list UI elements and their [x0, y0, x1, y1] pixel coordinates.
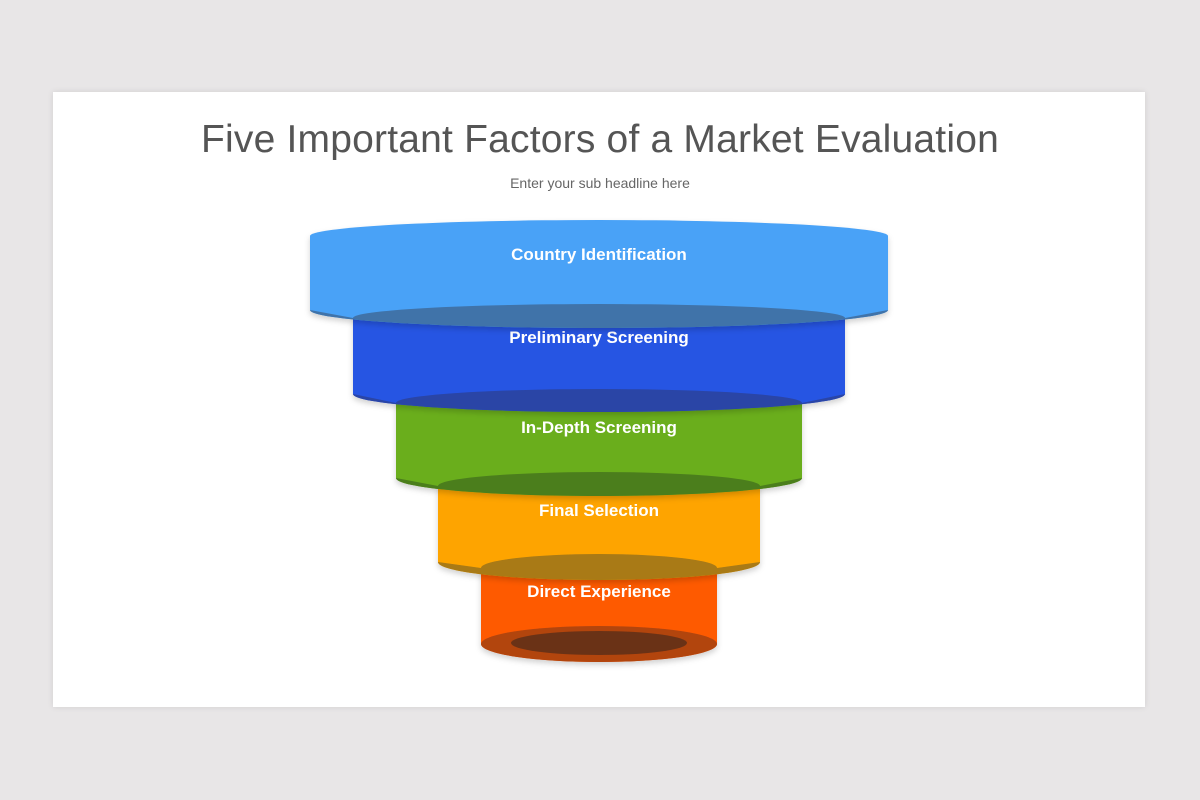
- funnel-stage-country-identification: Country Identification: [310, 220, 888, 328]
- stage-1-bottom-rim: [310, 304, 888, 328]
- stage-4-label: Final Selection: [539, 501, 659, 520]
- stage-3-label: In-Depth Screening: [521, 418, 677, 437]
- funnel-stage-preliminary-screening: Preliminary Screening: [353, 301, 845, 412]
- funnel-stage-final-selection: Final Selection: [438, 469, 760, 580]
- stage-2-band: [353, 301, 845, 412]
- stage-3-bottom-rim: [396, 472, 802, 496]
- stage-4-bottom-rim: [438, 554, 760, 580]
- stage-5-hole: [511, 631, 687, 655]
- stage-2-bottom-rim: [353, 389, 845, 412]
- stage-1-label: Country Identification: [511, 245, 687, 264]
- stage-4-band: [438, 469, 760, 580]
- slide-subtitle: Enter your sub headline here: [510, 175, 690, 191]
- stage-3-band: [396, 386, 802, 496]
- slide-title: Five Important Factors of a Market Evalu…: [201, 118, 999, 161]
- funnel-stage-direct-experience: Direct Experience: [481, 552, 717, 662]
- stage-5-label: Direct Experience: [527, 582, 671, 601]
- stage-2-label: Preliminary Screening: [509, 328, 689, 347]
- funnel-stage-in-depth-screening: In-Depth Screening: [396, 386, 802, 496]
- stage-1-band: [310, 220, 888, 328]
